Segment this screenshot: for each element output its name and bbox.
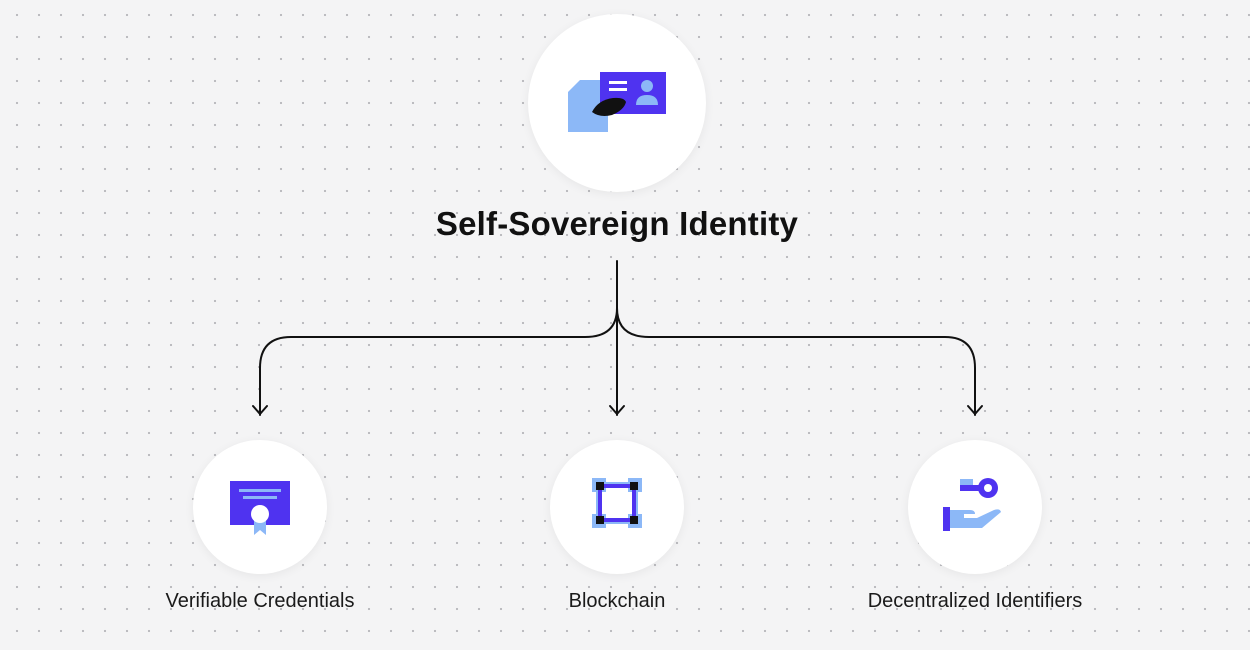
verifiable-credentials-node	[193, 440, 327, 574]
decentralized-identifiers-node	[908, 440, 1042, 574]
root-title: Self-Sovereign Identity	[435, 205, 799, 242]
arrowhead-left	[252, 405, 268, 415]
id-card-icon	[568, 72, 666, 132]
root-node	[528, 14, 706, 192]
branch-left	[259, 307, 618, 416]
blockchain-node	[550, 440, 684, 574]
decentralized-identifiers-label: Decentralized Identifiers	[867, 590, 1083, 612]
branch-right	[616, 307, 976, 416]
blockchain-icon	[592, 478, 642, 528]
arrowhead-center	[609, 405, 625, 415]
certificate-icon	[230, 481, 290, 535]
verifiable-credentials-label: Verifiable Credentials	[165, 590, 355, 612]
arrowhead-right	[967, 405, 983, 415]
blockchain-label: Blockchain	[568, 590, 666, 612]
key-hand-icon	[943, 478, 1001, 531]
